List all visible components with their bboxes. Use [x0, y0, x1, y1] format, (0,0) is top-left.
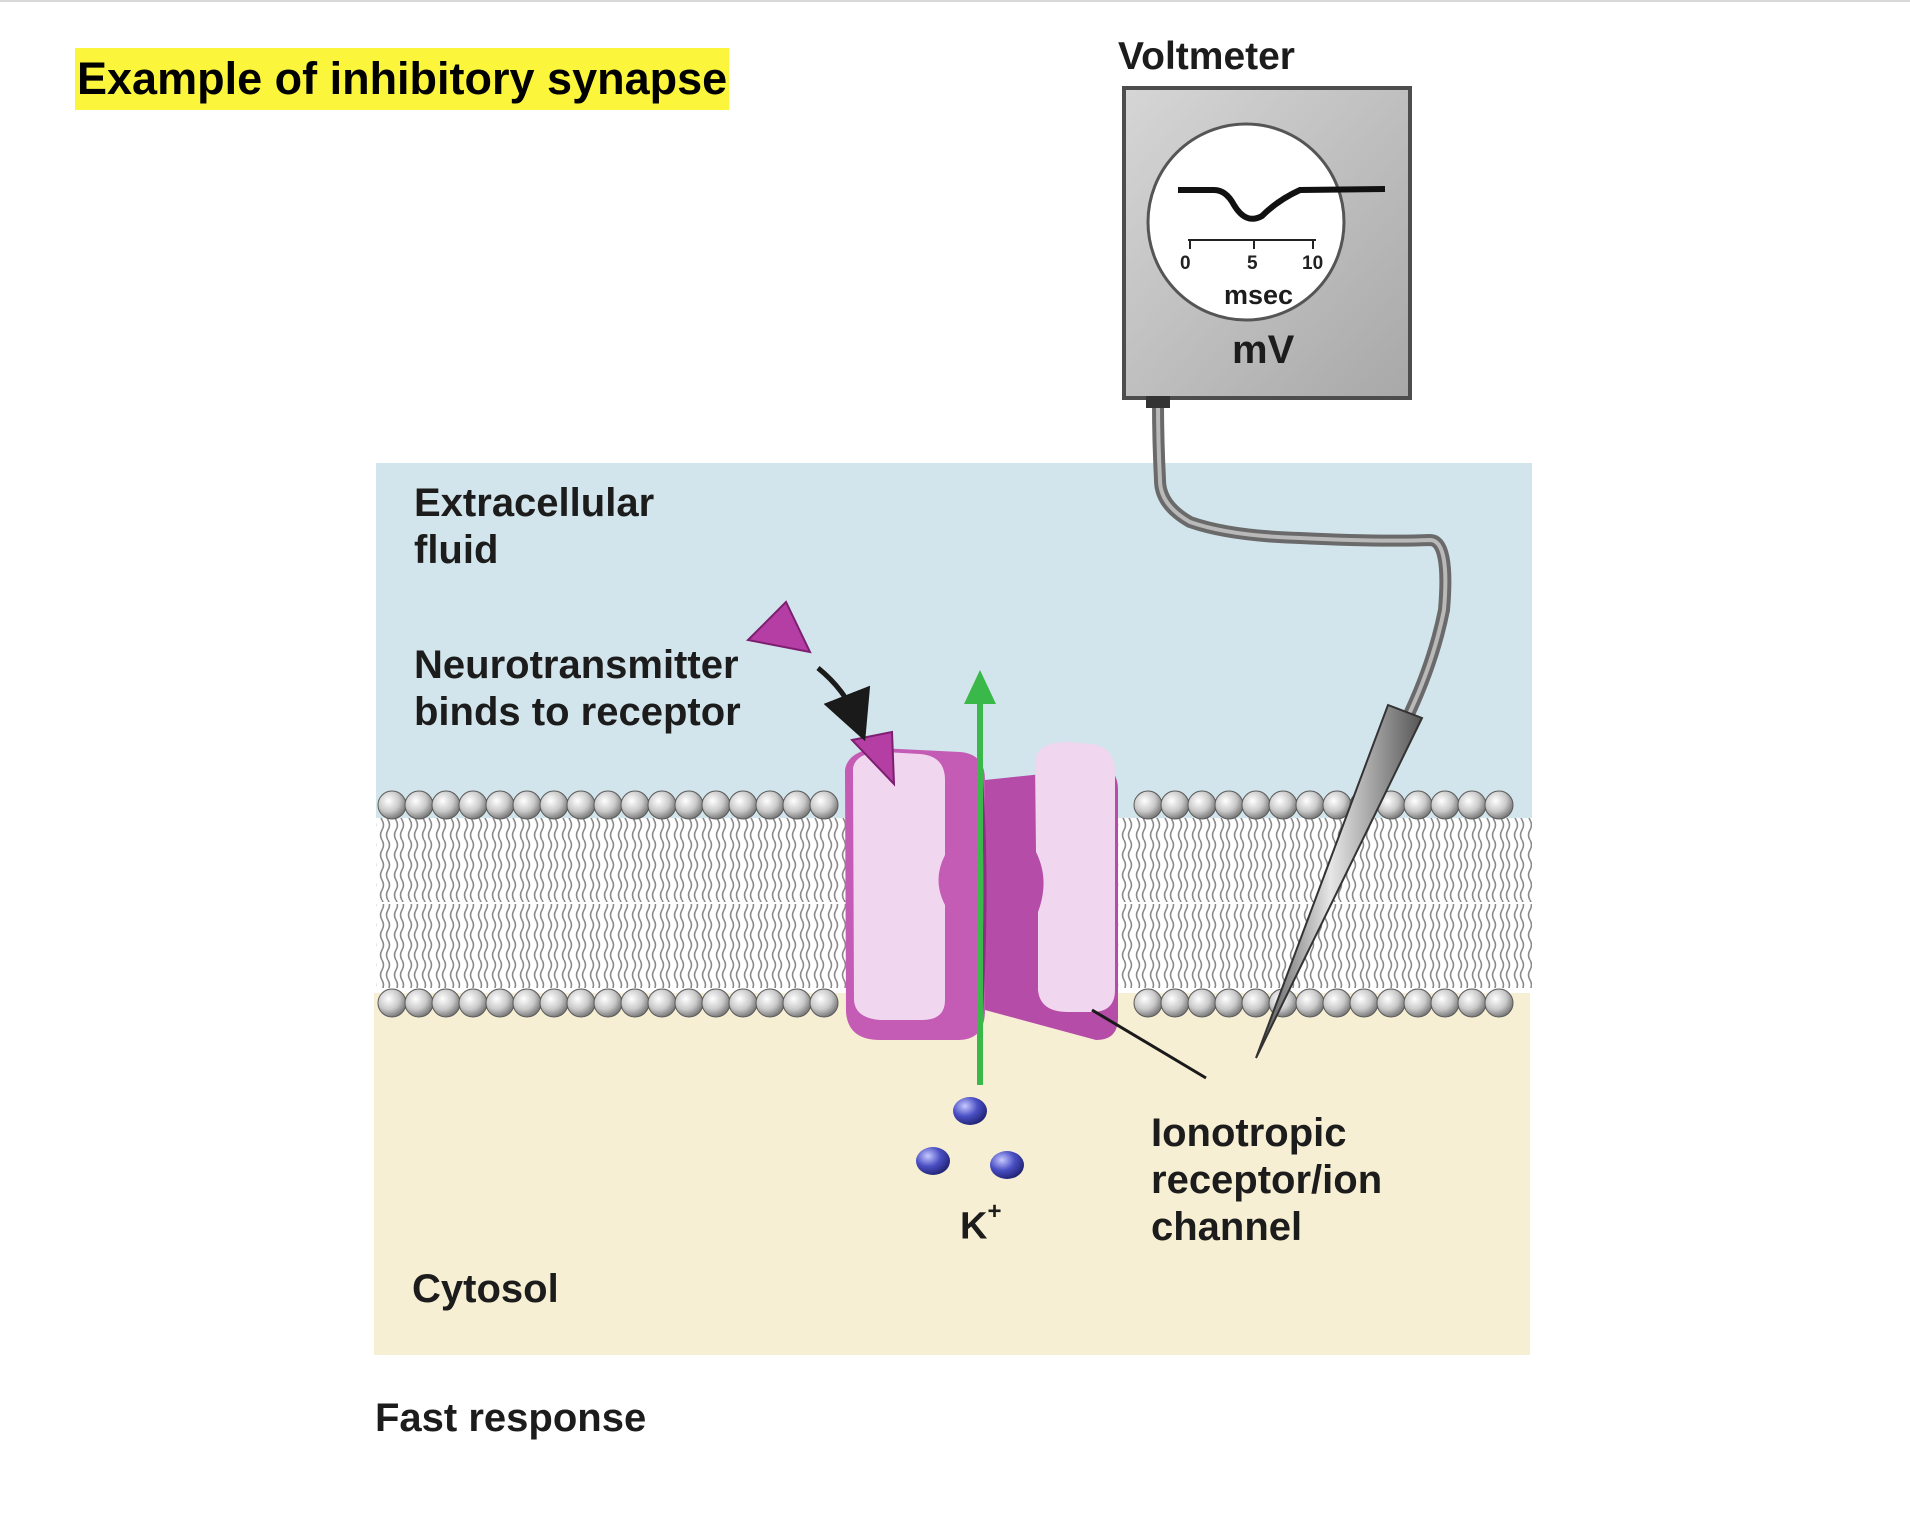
phospholipid-head [404, 988, 434, 1018]
ionotropic-receptor [845, 742, 1118, 1041]
phospholipid-head [1430, 790, 1460, 820]
tick-label-0: 0 [1180, 253, 1191, 274]
tick-label-5: 5 [1247, 253, 1258, 274]
phospholipid-head [1403, 988, 1433, 1018]
phospholipid-head [674, 790, 704, 820]
phospholipid-head [377, 988, 407, 1018]
phospholipid-head [1214, 988, 1244, 1018]
phospholipid-head [377, 790, 407, 820]
voltmeter [1122, 86, 1412, 400]
phospholipid-head [755, 790, 785, 820]
time-unit-label: msec [1224, 280, 1294, 310]
voltage-unit-label: mV [1232, 328, 1295, 372]
phospholipid-head [620, 988, 650, 1018]
phospholipid-head [701, 988, 731, 1018]
receptor-leader-line [1091, 1008, 1207, 1080]
phospholipid-head [782, 988, 812, 1018]
ion-charge: + [987, 1198, 1002, 1225]
voltage-trace [1178, 186, 1386, 222]
phospholipid-head [566, 790, 596, 820]
phospholipid-head [728, 790, 758, 820]
phospholipid-head [431, 988, 461, 1018]
voltmeter-label: Voltmeter [1118, 35, 1295, 78]
extracellular-label: Extracellular fluid [414, 481, 655, 572]
phospholipid-head [539, 988, 569, 1018]
ion-flow-arrow [964, 670, 996, 1085]
phospholipid-head [1295, 790, 1325, 820]
ion-label: K+ [960, 1194, 1001, 1251]
phospholipid-head [1187, 790, 1217, 820]
phospholipid-head [1322, 988, 1352, 1018]
phospholipid-head [1268, 790, 1298, 820]
phospholipid-head [593, 988, 623, 1018]
phospholipid-head [647, 790, 677, 820]
phospholipid-head [593, 790, 623, 820]
phospholipid-head [404, 790, 434, 820]
phospholipid-head [1484, 988, 1514, 1018]
phospholipid-head [1160, 790, 1190, 820]
phospholipid-head [701, 790, 731, 820]
phospholipid-head [1430, 988, 1460, 1018]
phospholipid-head [782, 790, 812, 820]
phospholipid-head [728, 988, 758, 1018]
recording-electrode [1255, 703, 1424, 1059]
phospholipid-head [1457, 988, 1487, 1018]
phospholipid-head [1457, 790, 1487, 820]
phospholipid-head [485, 790, 515, 820]
ion-channel-label: Ionotropic receptor/ion channel [1151, 1111, 1383, 1249]
phospholipid-head [1133, 790, 1163, 820]
phospholipid-head [1241, 790, 1271, 820]
phospholipid-head [1133, 988, 1163, 1018]
phospholipid-head [485, 988, 515, 1018]
phospholipid-head [1241, 988, 1271, 1018]
phospholipid-head [620, 790, 650, 820]
cytosol-region [374, 993, 1530, 1355]
phospholipid-head [512, 988, 542, 1018]
phospholipid-head [458, 790, 488, 820]
phospholipid-head [512, 790, 542, 820]
phospholipid-head [755, 988, 785, 1018]
phospholipid-head [809, 790, 839, 820]
neurotransmitter-free [745, 600, 812, 654]
neurotransmitter-label: Neurotransmitter binds to receptor [414, 643, 741, 734]
cytosol-label: Cytosol [412, 1267, 559, 1311]
phospholipid-head [1349, 988, 1379, 1018]
tick-label-10: 10 [1302, 253, 1324, 274]
potassium-ions [916, 1097, 1024, 1179]
phospholipid-head [458, 988, 488, 1018]
caption: Fast response [375, 1396, 647, 1440]
phospholipid-head [1214, 790, 1244, 820]
phospholipid-head [1160, 988, 1190, 1018]
phospholipid-head [1295, 988, 1325, 1018]
top-border [0, 0, 1910, 2]
slide-title: Example of inhibitory synapse [75, 48, 730, 110]
phospholipid-head [674, 988, 704, 1018]
binding-arrow [816, 666, 871, 742]
phospholipid-head [1403, 790, 1433, 820]
phospholipid-head [809, 988, 839, 1018]
phospholipid-head [1484, 790, 1514, 820]
phospholipid-head [1376, 988, 1406, 1018]
neurotransmitter-bound [850, 730, 896, 787]
phospholipid-head [566, 988, 596, 1018]
cable-connector [1146, 396, 1170, 408]
ion-symbol: K [960, 1205, 988, 1248]
phospholipid-head [539, 790, 569, 820]
phospholipid-head [647, 988, 677, 1018]
phospholipid-head [431, 790, 461, 820]
phospholipid-head [1187, 988, 1217, 1018]
